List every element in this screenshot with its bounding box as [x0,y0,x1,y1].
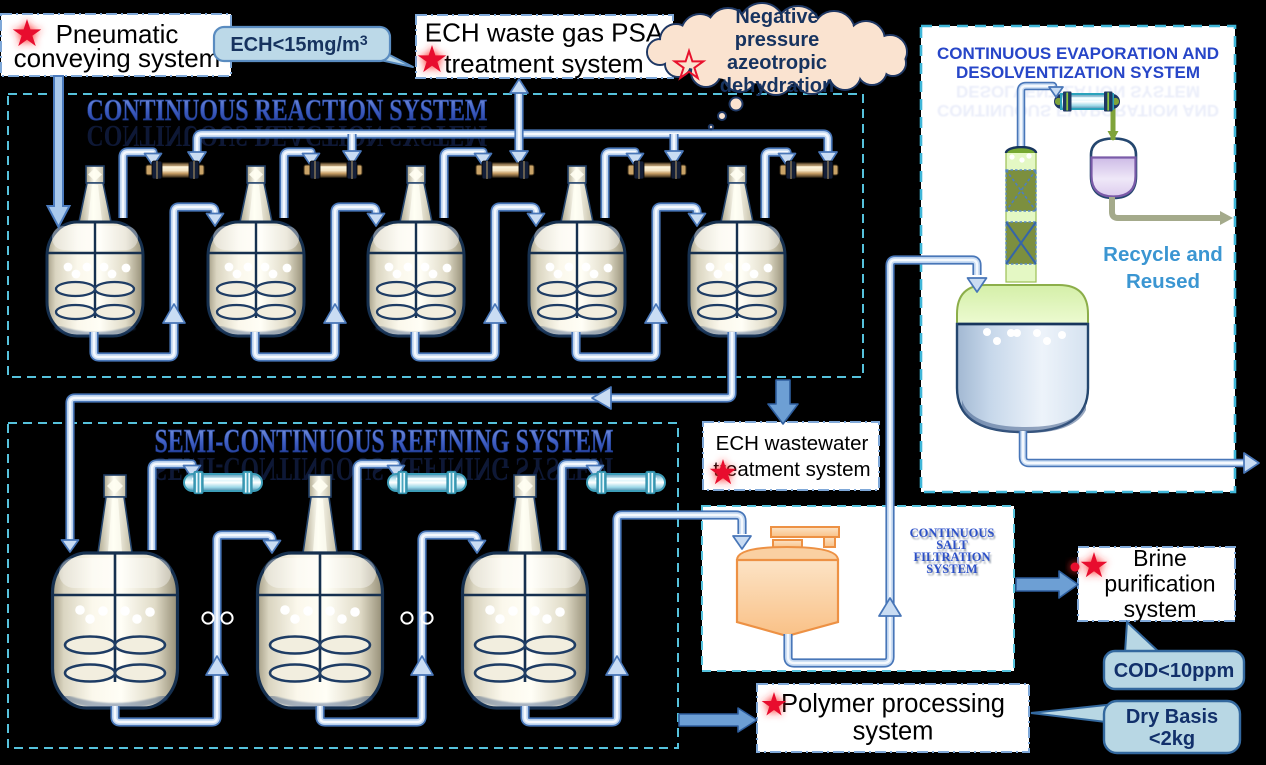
svg-text:SALT: SALT [936,538,968,552]
svg-text:SALT: SALT [938,541,970,555]
svg-text:CONTINUOUS: CONTINUOUS [911,529,996,543]
svg-text:ECH waste gas PSA: ECH waste gas PSA [425,18,664,48]
svg-text:Reused: Reused [1126,270,1200,293]
svg-text:Pneumatic: Pneumatic [56,19,179,49]
svg-text:SYSTEM: SYSTEM [928,565,980,579]
svg-text:conveying system: conveying system [14,43,221,73]
svg-text:FILTRATION: FILTRATION [915,553,992,567]
svg-text:Brine: Brine [1133,545,1187,571]
svg-text:purification: purification [1104,571,1215,597]
svg-text:<2kg: <2kg [1149,728,1195,750]
svg-text:treatment system: treatment system [713,458,870,481]
svg-text:Dry Basis: Dry Basis [1126,706,1218,728]
svg-text:azeotropic: azeotropic [727,52,827,74]
svg-text:pressure: pressure [735,29,820,51]
svg-text:Recycle and: Recycle and [1103,243,1223,266]
svg-text:DESOLVENTIZATION SYSTEM: DESOLVENTIZATION SYSTEM [956,63,1200,82]
svg-text:Negative: Negative [735,6,818,28]
svg-text:CONTINUOUS EVAPORATION AND: CONTINUOUS EVAPORATION AND [937,101,1219,120]
svg-text:COD<10ppm: COD<10ppm [1114,660,1235,682]
svg-text:Polymer processing: Polymer processing [781,690,1005,718]
svg-text:system: system [853,718,934,746]
svg-text:SYSTEM: SYSTEM [926,562,978,576]
svg-text:CONTINUOUS EVAPORATION AND: CONTINUOUS EVAPORATION AND [937,44,1219,63]
svg-text:dehydration: dehydration [720,75,834,97]
svg-text:system: system [1124,596,1197,622]
svg-text:ECH<15mg/m3: ECH<15mg/m3 [230,32,368,56]
svg-text:ECH wastewater: ECH wastewater [716,432,869,455]
svg-text:CONTINUOUS: CONTINUOUS [910,526,995,540]
svg-text:treatment system: treatment system [444,49,643,79]
svg-text:FILTRATION: FILTRATION [913,550,990,564]
svg-text:CONTINUOUS REACTION SYSTEM: CONTINUOUS REACTION SYSTEM [87,92,488,127]
svg-text:SEMI-CONTINUOUS REFINING SYSTE: SEMI-CONTINUOUS REFINING SYSTEM [155,423,614,460]
